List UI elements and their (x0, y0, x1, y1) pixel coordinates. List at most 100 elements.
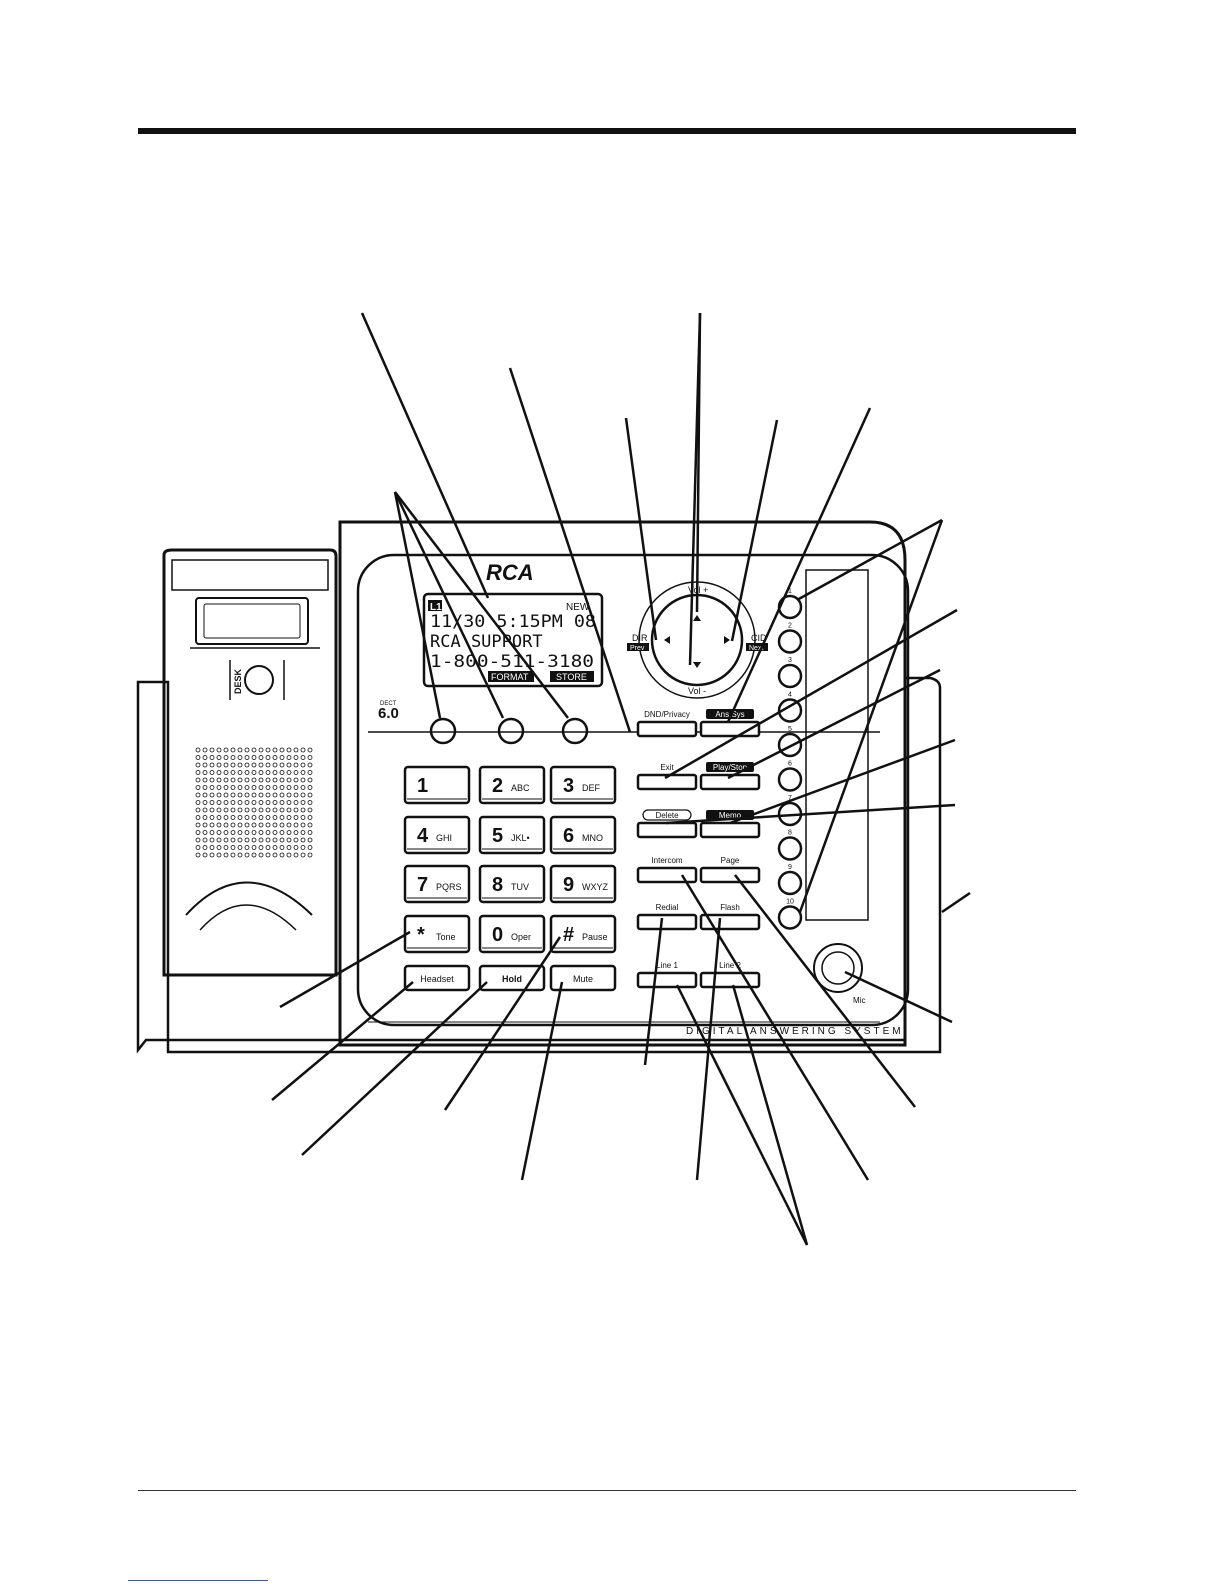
grille-hole (279, 762, 285, 768)
grille-hole (244, 770, 250, 775)
key-letters: DEF (582, 783, 601, 793)
grille-hole (307, 755, 313, 760)
grille-hole (272, 800, 278, 805)
grille-hole (272, 770, 278, 775)
play-stop-label: Play/Stop (713, 763, 748, 772)
intercom-button[interactable]: Intercom (636, 856, 698, 884)
headset-button[interactable]: Headset (403, 964, 471, 992)
memory-key-7[interactable]: 7 (777, 795, 803, 827)
grille-hole (251, 837, 257, 843)
grille-hole (251, 785, 257, 790)
grille-hole (244, 852, 250, 858)
grille-hole (286, 845, 292, 850)
key-digit: 3 (563, 775, 574, 797)
line1-button[interactable]: Line 1 (636, 961, 698, 989)
grille-hole (300, 807, 306, 813)
grille-hole (209, 852, 215, 858)
grille-hole (300, 785, 306, 790)
memory-key-3[interactable]: 3 (777, 657, 803, 689)
callout-line (520, 981, 564, 1181)
grille-hole (202, 792, 208, 798)
grille-hole (216, 777, 222, 783)
page-button[interactable]: Page (699, 856, 761, 884)
memory-key-number: 10 (786, 899, 794, 906)
callout-line (664, 608, 958, 780)
grille-hole (251, 755, 257, 760)
grille-hole (272, 747, 278, 753)
grille-hole (258, 807, 264, 813)
grille-hole (307, 815, 313, 820)
grille-hole (195, 822, 201, 828)
redial-button[interactable]: Redial (636, 903, 698, 931)
key-star[interactable]: *Tone (403, 914, 471, 954)
grille-hole (300, 762, 306, 768)
grille-hole (223, 807, 229, 813)
memory-key-number: 2 (788, 623, 792, 630)
grille-hole (230, 822, 236, 828)
handset (162, 548, 338, 977)
grille-hole (265, 807, 271, 813)
memory-key-number: 6 (788, 761, 792, 768)
grille-hole (202, 755, 208, 760)
handset-display-window (195, 597, 309, 645)
memory-key-4[interactable]: 4 (777, 692, 803, 723)
memory-key-number: 3 (788, 657, 792, 664)
hold-button[interactable]: Hold (478, 964, 546, 992)
grille-hole (223, 815, 229, 820)
key-1[interactable]: 1 (403, 765, 471, 805)
grille-hole (258, 830, 264, 835)
memory-key-10[interactable]: 10 (777, 899, 803, 930)
key-pound[interactable]: #Pause (549, 914, 617, 954)
grille-hole (279, 845, 285, 850)
grille-hole (230, 807, 236, 813)
callout-line (624, 417, 658, 641)
grille-hole (223, 852, 229, 858)
grille-hole (258, 852, 264, 858)
memory-key-6[interactable]: 6 (777, 761, 803, 792)
grille-hole (272, 777, 278, 783)
flash-button[interactable]: Flash (699, 903, 761, 931)
dnd-privacy-button[interactable]: DND/Privacy (636, 710, 698, 738)
grille-hole (300, 845, 306, 850)
nav-down-arrow (693, 662, 701, 668)
callout-lines (271, 312, 971, 1246)
play-stop-button[interactable]: Play/Stop (699, 762, 761, 791)
nav-left-arrow (664, 636, 670, 644)
mute-button[interactable]: Mute (549, 964, 617, 992)
memo-button[interactable]: Memo (699, 810, 761, 839)
memory-key-9[interactable]: 9 (777, 864, 803, 896)
grille-hole (244, 755, 250, 760)
memory-key-2[interactable]: 2 (777, 623, 803, 654)
model-version: 6.0 (378, 705, 399, 722)
ans-sys-button[interactable]: Ans Sys (699, 709, 761, 738)
grille-hole (202, 762, 208, 768)
grille-hole (209, 822, 215, 828)
grille-hole (272, 845, 278, 850)
grille-hole (230, 845, 236, 850)
softkey-1 (429, 717, 457, 745)
grille-hole (265, 852, 271, 858)
line2-button[interactable]: Line 2 (699, 961, 761, 989)
grille-hole (216, 785, 222, 790)
grille-hole (272, 792, 278, 798)
exit-button[interactable]: Exit (636, 763, 698, 791)
key-digit: 4 (417, 825, 429, 847)
ans-sys-label: Ans Sys (715, 710, 744, 719)
memory-key-8[interactable]: 8 (777, 830, 803, 861)
grille-hole (202, 747, 208, 753)
grille-hole (195, 777, 201, 783)
lcd-contents: L1 NEW 11/30 5:15PM 08 RCA SUPPORT 1-800… (428, 600, 596, 682)
grille-hole (279, 800, 285, 805)
grille-hole (223, 755, 229, 760)
grille-hole (251, 792, 257, 798)
key-3[interactable]: 3 DEF (549, 765, 617, 805)
